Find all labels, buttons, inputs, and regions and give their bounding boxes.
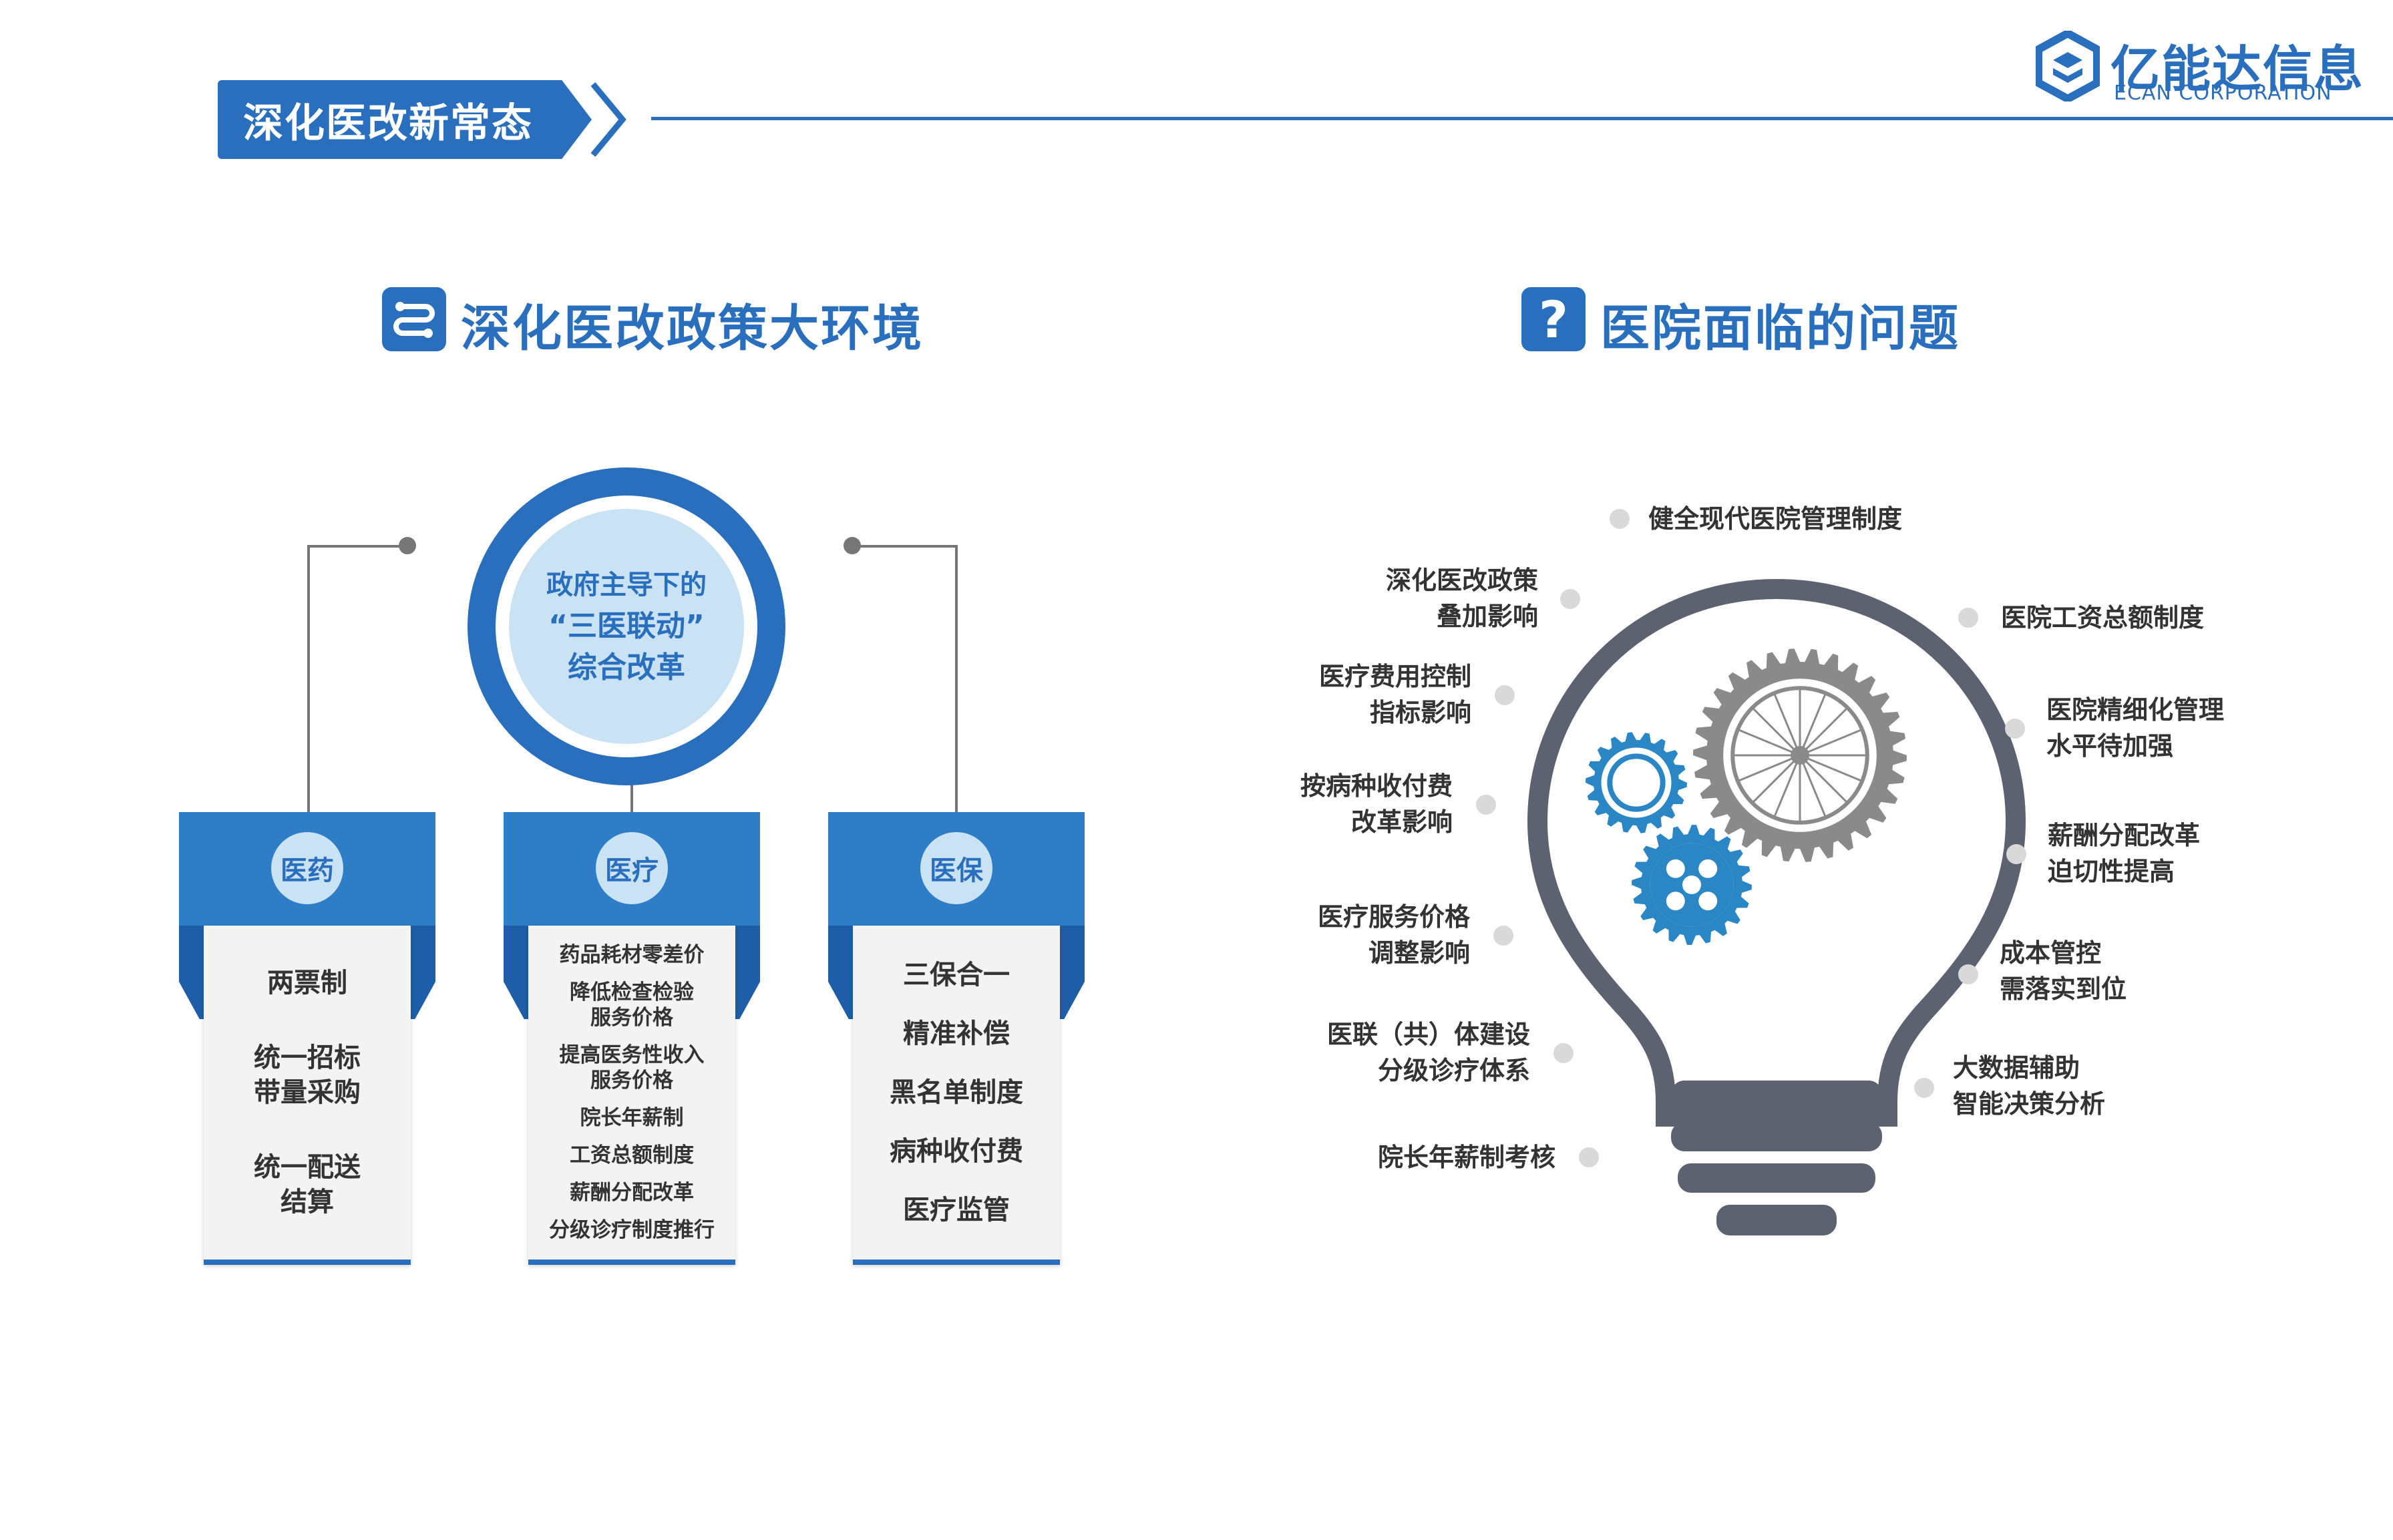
label-right-3: 薪酬分配改革迫切性提高 — [2048, 821, 2201, 886]
header-divider — [651, 117, 2393, 120]
label-left-2: 医疗费用控制指标影响 — [1318, 662, 1471, 727]
column-item: 医疗监管 — [903, 1195, 1010, 1225]
center-circle-text: 政府主导下的 “三医联动” 综合改革 — [509, 509, 744, 744]
question-icon: ? — [1521, 287, 1586, 351]
column-item: 三保合一 — [903, 960, 1010, 990]
column-item: 药品耗材零差价 — [559, 943, 705, 967]
connector-line — [630, 781, 633, 812]
bullet-dot — [1610, 509, 1630, 529]
section-banner: 深化医改新常态 — [218, 80, 592, 159]
label-left-4: 医疗服务价格调整影响 — [1317, 902, 1470, 968]
label-right-4: 成本管控需落实到位 — [2000, 938, 2127, 1004]
column-item: 黑名单制度 — [890, 1077, 1023, 1108]
right-section-title: 医院面临的问题 — [1600, 300, 1960, 357]
gear-icon — [1586, 732, 1687, 833]
center-line-3: 综合改革 — [568, 650, 685, 685]
bullet-dot — [2006, 844, 2026, 864]
brand-title: 亿能达信息 — [2110, 41, 2364, 98]
column-item: 工资总额制度 — [570, 1143, 694, 1167]
lightbulb-icon — [1527, 578, 2026, 1235]
label-left-5: 医联（共）体建设分级诊疗体系 — [1326, 1020, 1530, 1085]
column-title: 医疗 — [596, 832, 668, 904]
bullet-dot — [1914, 1078, 1934, 1098]
label-right-2: 医院精细化管理水平待加强 — [2046, 695, 2225, 761]
bullet-dot — [1476, 795, 1496, 815]
connector-line — [309, 545, 407, 548]
connector-line — [955, 545, 958, 812]
bullet-dot — [1958, 608, 1978, 628]
column-body-pharma: 两票制统一招标带量采购统一配送结算 — [204, 926, 411, 1265]
gear-icon — [1693, 648, 1907, 862]
column-body-medical: 药品耗材零差价降低检查检验服务价格提高医务性收入服务价格院长年薪制工资总额制度薪… — [528, 926, 735, 1265]
company-logo-icon — [2036, 31, 2100, 102]
connector-line — [852, 545, 956, 548]
banner-title: 深化医改新常态 — [243, 100, 533, 147]
column-item: 两票制 — [267, 968, 347, 998]
bullet-dot — [1493, 926, 1513, 946]
column-item: 统一招标带量采购 — [254, 1042, 361, 1108]
label-right-5: 大数据辅助智能决策分析 — [1953, 1053, 2106, 1119]
column-item: 薪酬分配改革 — [570, 1181, 694, 1205]
gear-icon — [1632, 825, 1752, 945]
label-top: 健全现代医院管理制度 — [1648, 504, 1903, 534]
column-title: 医保 — [920, 832, 992, 904]
column-item: 统一配送结算 — [254, 1152, 361, 1217]
label-left-1: 深化医改政策叠加影响 — [1385, 566, 1538, 631]
bullet-dot — [1495, 685, 1515, 705]
column-item: 提高医务性收入服务价格 — [559, 1043, 705, 1093]
column-body-insurance: 三保合一精准补偿黑名单制度病种收付费医疗监管 — [853, 926, 1060, 1265]
center-line-2: “三医联动” — [548, 609, 705, 643]
label-left-6: 院长年薪制考核 — [1377, 1143, 1555, 1172]
route-icon — [382, 287, 446, 351]
column-item: 降低检查检验服务价格 — [570, 980, 694, 1030]
brand-subtitle: ECAN CORPORATION — [2114, 81, 2332, 105]
column-item: 病种收付费 — [890, 1136, 1023, 1167]
bullet-dot — [1553, 1043, 1574, 1063]
column-item: 分级诊疗制度推行 — [549, 1218, 715, 1242]
label-left-3: 按病种收付费改革影响 — [1300, 771, 1453, 837]
left-section-title: 深化医改政策大环境 — [461, 300, 924, 357]
column-item: 精准补偿 — [903, 1018, 1010, 1049]
column-title: 医药 — [271, 832, 343, 904]
bullet-dot — [2005, 719, 2025, 739]
bullet-dot — [1958, 964, 1978, 984]
column-item: 院长年薪制 — [580, 1106, 684, 1130]
chevron-right-icon — [590, 82, 626, 157]
bullet-dot — [1560, 589, 1580, 609]
bullet-dot — [1579, 1147, 1599, 1167]
center-line-1: 政府主导下的 — [546, 570, 707, 600]
connector-line — [307, 545, 310, 812]
label-right-1: 医院工资总额制度 — [2001, 603, 2205, 632]
